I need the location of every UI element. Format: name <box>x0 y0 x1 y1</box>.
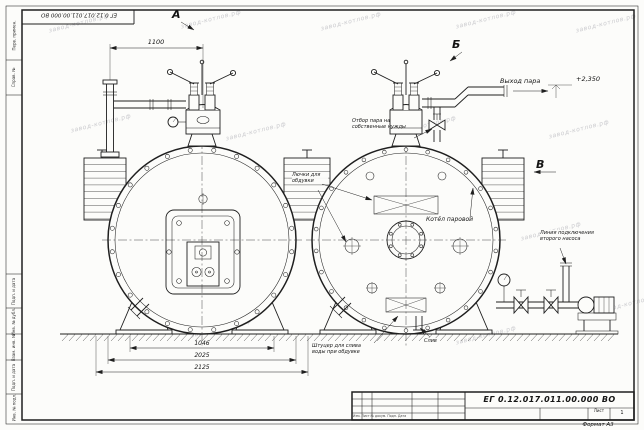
sheet-frame <box>5 5 639 425</box>
view-label-a: А <box>172 8 181 21</box>
view-label-v: В <box>536 158 545 171</box>
dim-overall-width: 2125 <box>194 364 210 371</box>
format-label: Формат А3 <box>582 422 614 428</box>
title-doc-number: ЕГ 0.12.017.011.00.000 ВО <box>483 395 616 404</box>
dim-pipe-offset: 1100 <box>147 38 165 46</box>
title-sheet-label: Лист <box>593 408 605 413</box>
annotation-drain: Слив <box>424 338 437 344</box>
title-revision-columns: Изм. Лист № докум. Подп. Дата <box>353 413 407 418</box>
frame-strip-cell: Перв. примен. <box>6 10 22 60</box>
left-steam-dome-valves <box>100 59 237 158</box>
frame-strip-label: Справ. № <box>11 67 17 88</box>
annotation-boiler-name: Котёл паровой <box>426 216 474 223</box>
annotation-elevation: +2,350 <box>576 75 601 83</box>
frame-strip-label: Перв. примен. <box>11 19 17 51</box>
title-sheet-value: 1 <box>620 410 624 416</box>
annotation-drain-union: Штуцер для слива воды при обдувке <box>312 343 370 355</box>
frame-strip-label: Подп. и дата <box>11 363 17 391</box>
dim-support-span: 1046 <box>194 340 210 347</box>
doc-number-top: ЕГ 0.12.017.011.00.000 ВО <box>41 11 117 18</box>
rear-view-internals <box>306 140 506 346</box>
frame-strip-label: Подп. и дата <box>11 277 17 305</box>
right-steam-dome-valves <box>370 59 572 147</box>
frame-strip-cell: Подп. и дата <box>6 360 22 394</box>
annotation-blow-hatches: Лючки для обдувки <box>292 172 328 184</box>
frame-strip-cell: Подп. и дата <box>6 274 22 308</box>
frame-strip-cell: Инв. № подл. <box>6 393 22 421</box>
frame-strip-cell: Инв. № дубл. <box>6 307 22 335</box>
dim-shell-diameter: 2025 <box>194 352 210 359</box>
frame-strip-label: Взам. инв. № <box>11 333 17 361</box>
frame-strip-label: Инв. № дубл. <box>11 307 17 335</box>
annotation-steam-outlet: Выход пара <box>500 77 541 85</box>
feed-pump-assembly <box>496 262 619 335</box>
front-view-internals <box>102 140 302 346</box>
title-block <box>351 391 635 421</box>
frame-strip-cell: Взам. инв. № <box>6 333 22 361</box>
dimension-lines <box>95 21 567 376</box>
annotation-own-needs: Отбор пара на собственные нужды <box>352 118 406 130</box>
annotation-second-pump-line: Линия подключения второго насоса <box>540 230 598 242</box>
view-label-b: Б <box>452 38 461 51</box>
frame-strip-label: Инв. № подл. <box>11 393 17 421</box>
frame-strip-cell: Справ. № <box>6 60 22 95</box>
ground-line <box>60 333 618 342</box>
